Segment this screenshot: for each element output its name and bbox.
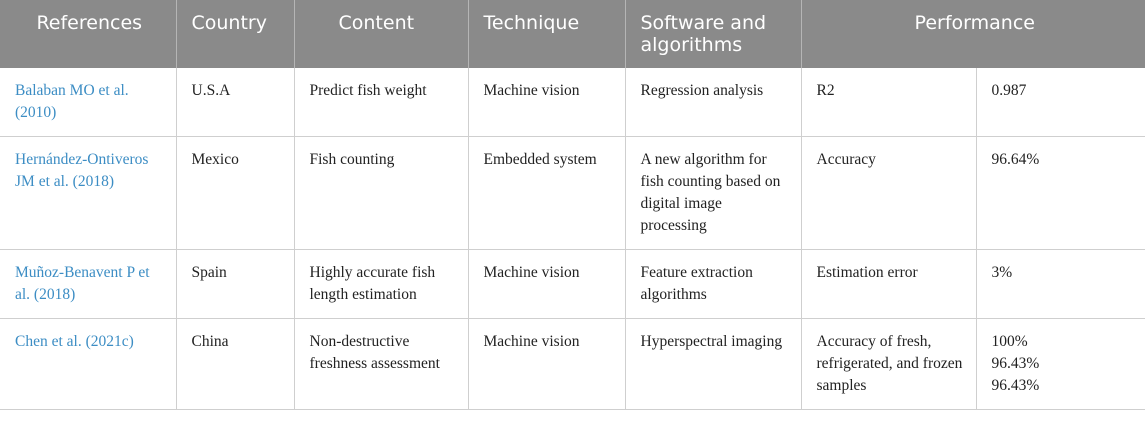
reference-link[interactable]: Hernández-Ontiveros JM et al. (2018): [0, 136, 177, 250]
value-cell: 3%: [976, 249, 1145, 319]
software-cell: A new algorithm for fish counting based …: [625, 136, 802, 250]
software-cell: Regression analysis: [625, 68, 802, 137]
content-cell: Fish counting: [294, 136, 469, 250]
value-cell: 96.64%: [976, 136, 1145, 250]
content-cell: Non-destructive freshness assessment: [294, 318, 469, 410]
content-cell: Predict fish weight: [294, 68, 469, 137]
table-row: Chen et al. (2021c) China Non-destructiv…: [0, 318, 1145, 410]
reference-link[interactable]: Chen et al. (2021c): [0, 318, 177, 410]
value-line: 96.43%: [991, 355, 1040, 372]
value-line: 100%: [991, 333, 1028, 350]
header-references: References: [0, 0, 177, 68]
value-cell: 0.987: [976, 68, 1145, 137]
software-cell: Feature extraction algorithms: [625, 249, 802, 319]
technique-cell: Machine vision: [468, 249, 626, 319]
header-country: Country: [176, 0, 295, 68]
metric-cell: Estimation error: [801, 249, 977, 319]
table-row: Hernández-Ontiveros JM et al. (2018) Mex…: [0, 136, 1145, 250]
content-cell: Highly accurate fish length estimation: [294, 249, 469, 319]
software-cell: Hyperspectral imaging: [625, 318, 802, 410]
country-cell: Mexico: [176, 136, 295, 250]
technique-cell: Machine vision: [468, 68, 626, 137]
header-content: Content: [294, 0, 469, 68]
value-line: 3%: [991, 264, 1013, 281]
country-cell: Spain: [176, 249, 295, 319]
reference-link[interactable]: Muñoz-Benavent P et al. (2018): [0, 249, 177, 319]
header-performance: Performance: [801, 0, 1145, 68]
references-table: References Country Content Technique Sof…: [0, 0, 1145, 410]
table-row: Muñoz-Benavent P et al. (2018) Spain Hig…: [0, 249, 1145, 319]
metric-cell: R2: [801, 68, 977, 137]
table-row: Balaban MO et al. (2010) U.S.A Predict f…: [0, 68, 1145, 137]
header-software: Software and algorithms: [625, 0, 802, 68]
country-cell: China: [176, 318, 295, 410]
value-line: 96.64%: [991, 151, 1040, 168]
technique-cell: Machine vision: [468, 318, 626, 410]
header-row: References Country Content Technique Sof…: [0, 0, 1145, 68]
value-line: 96.43%: [991, 377, 1040, 394]
header-technique: Technique: [468, 0, 626, 68]
value-cell: 100% 96.43% 96.43%: [976, 318, 1145, 410]
value-line: 0.987: [991, 82, 1027, 99]
reference-link[interactable]: Balaban MO et al. (2010): [0, 68, 177, 137]
metric-cell: Accuracy: [801, 136, 977, 250]
metric-cell: Accuracy of fresh, refrigerated, and fro…: [801, 318, 977, 410]
technique-cell: Embedded system: [468, 136, 626, 250]
country-cell: U.S.A: [176, 68, 295, 137]
